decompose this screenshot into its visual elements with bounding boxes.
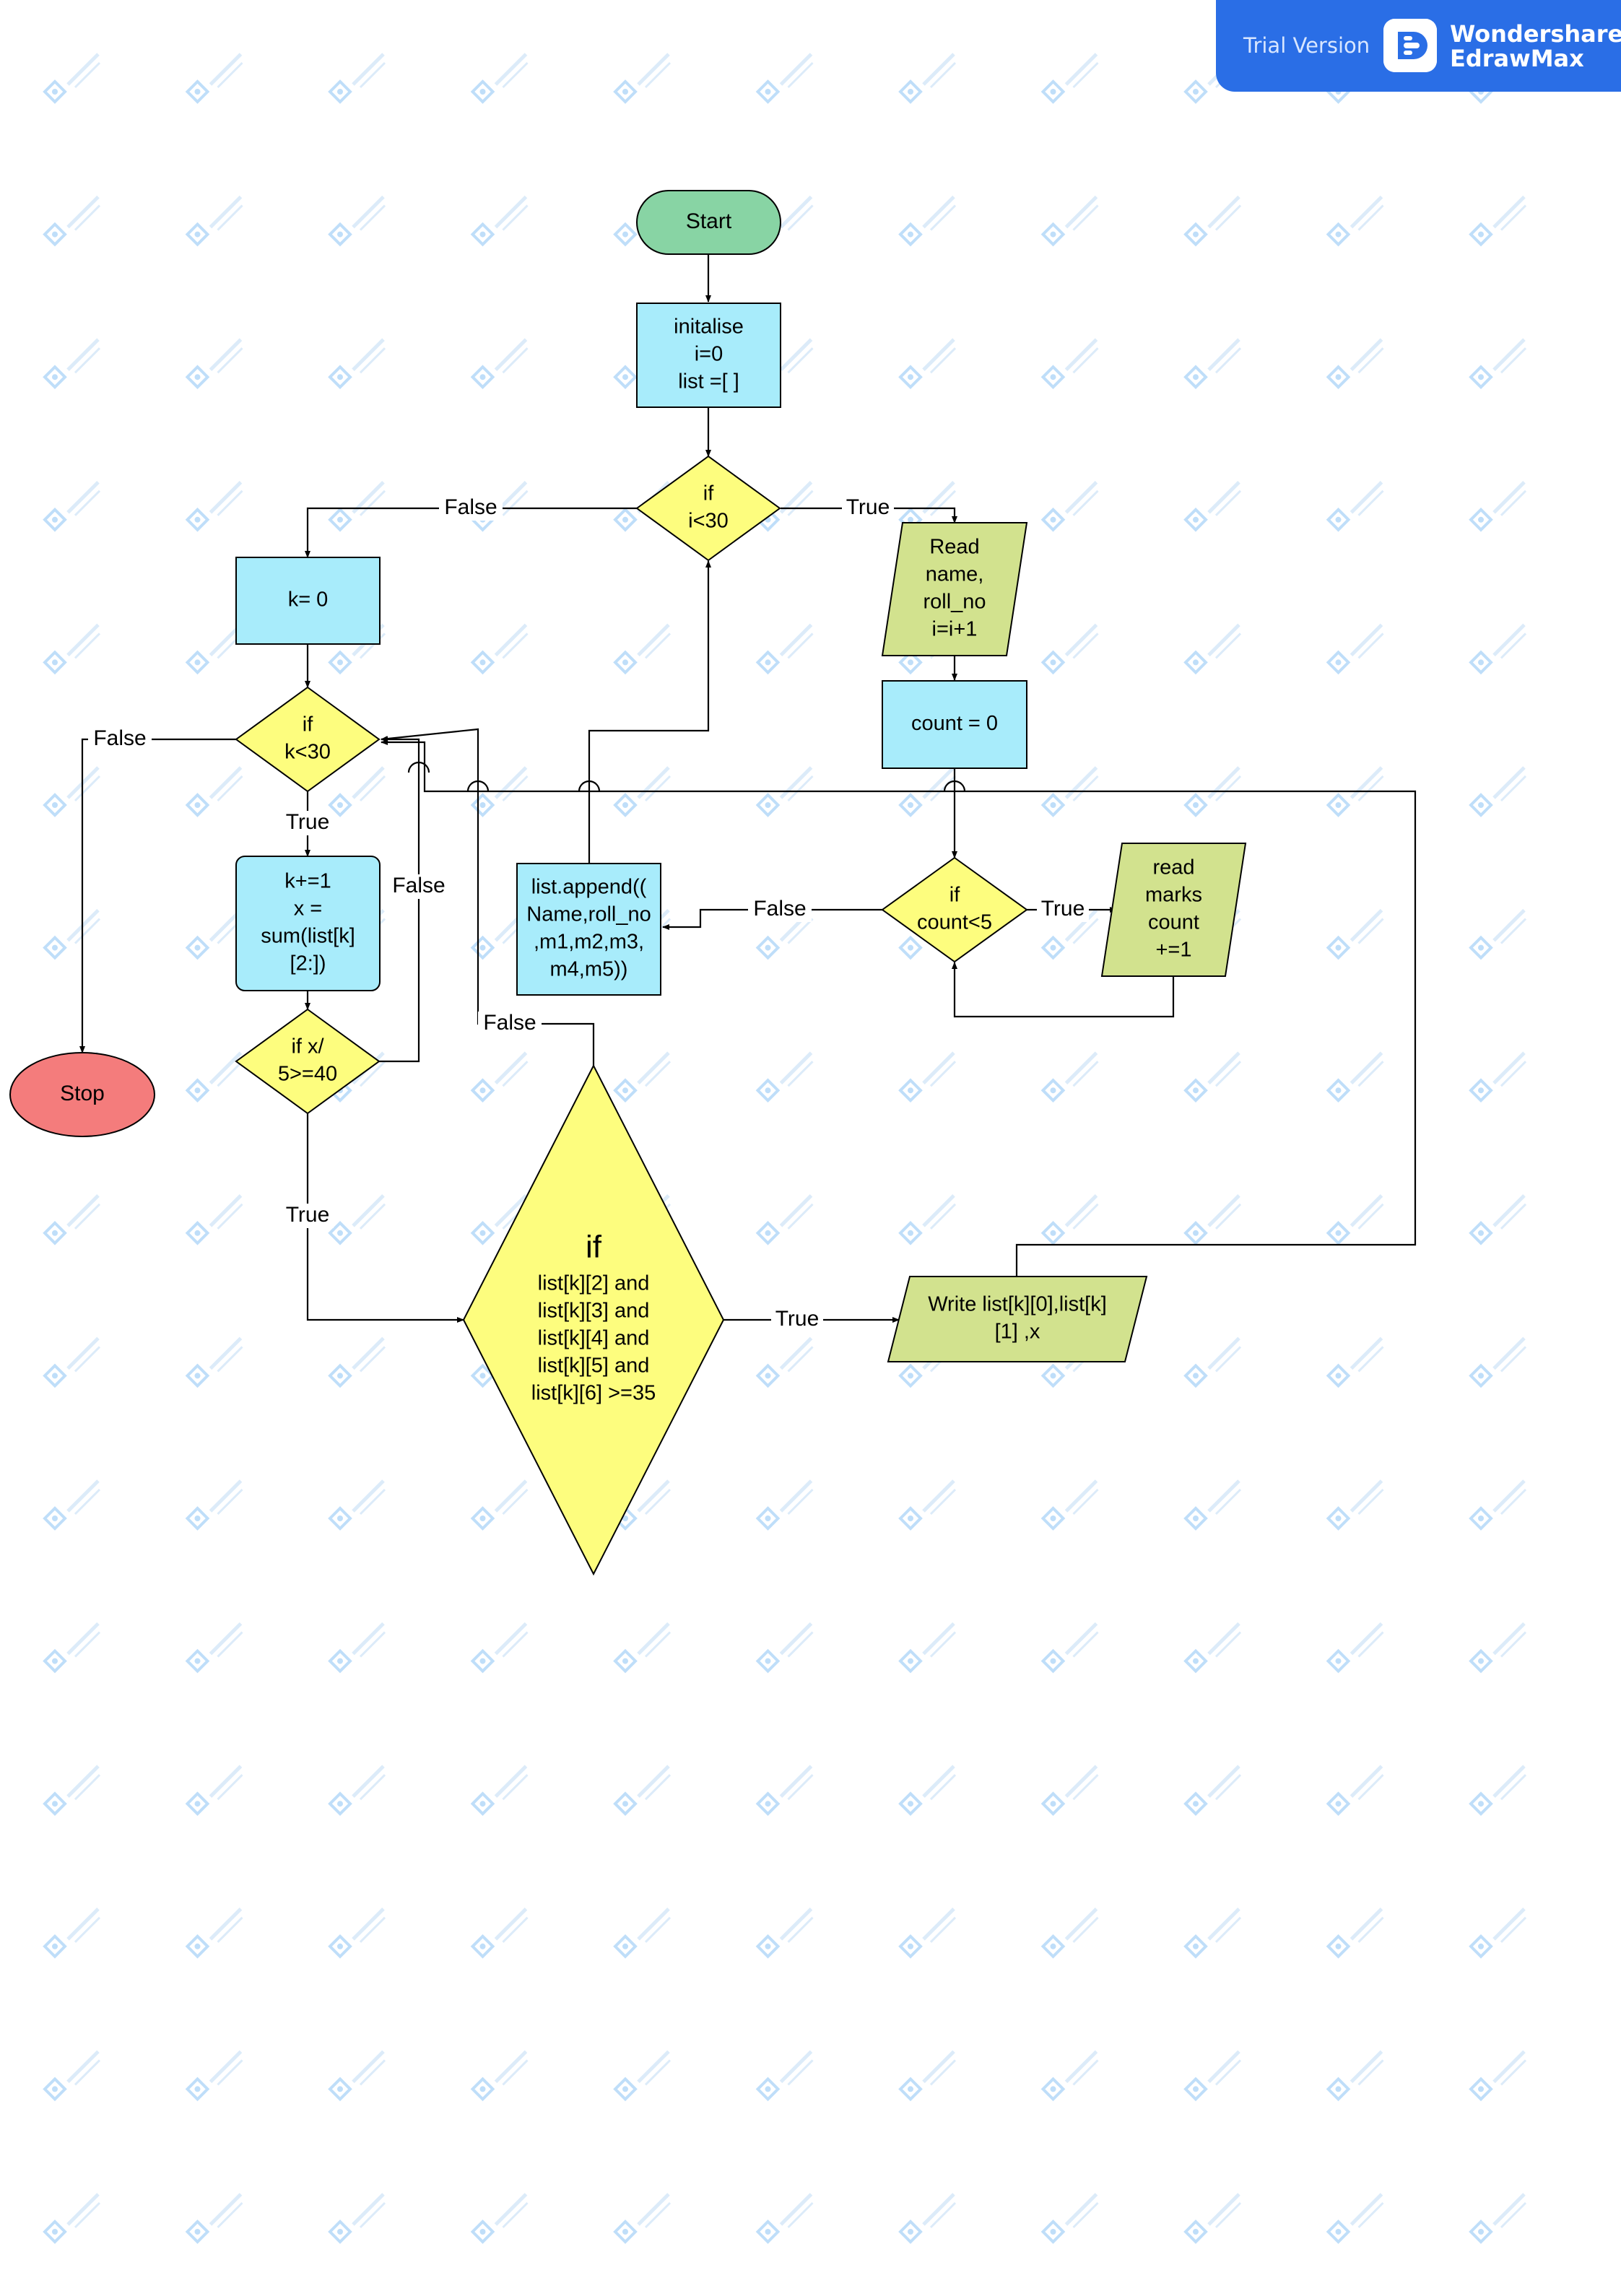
k-increment-text-line: k+=1	[284, 870, 331, 893]
edge-label-bg	[1037, 897, 1089, 922]
connector-lines	[79, 254, 1417, 1323]
edge-label-bg	[387, 874, 451, 899]
read-name-text-line: roll_no	[923, 591, 986, 614]
decision-marks-check[interactable]: if list[k][2] and list[k][3] and list[k][4]…	[462, 1064, 725, 1576]
read-name-text-line: i=i+1	[932, 618, 978, 641]
edge-label-bg	[478, 1012, 542, 1036]
k-zero-text-line: k= 0	[288, 588, 329, 612]
k-increment-text-line: [2:])	[290, 952, 326, 975]
k-increment-process[interactable]: k+=1 x = sum(list[k] [2:])	[235, 856, 381, 991]
initialise-process[interactable]: initalise i=0 list =[ ]	[636, 303, 781, 408]
if-k-text-line: k<30	[284, 741, 331, 764]
list-append-process[interactable]: list.append(( Name,roll_no ,m1,m2,m3, m4,m5…	[516, 863, 661, 996]
if-i-text-line: if	[703, 482, 714, 505]
if-x-text-line: if x/	[291, 1035, 324, 1058]
marks-check-title: if	[586, 1230, 602, 1265]
list-append-text-line: ,m1,m2,m3,	[534, 931, 644, 954]
if-count-text-line: count<5	[917, 911, 992, 934]
edge-label-bg	[439, 496, 503, 521]
edge-label-big-if-true: True	[775, 1307, 820, 1331]
brand-name-line1: Wondershare	[1450, 20, 1621, 48]
edge-label-bg	[771, 1308, 823, 1332]
write-output-text-line: [1] ,x	[995, 1321, 1040, 1344]
edge-label-big-if-false: False	[483, 1011, 536, 1035]
initialise-text-line: list =[ ]	[678, 370, 739, 393]
read-name-io[interactable]: Read name, roll_no i=i+1	[881, 522, 1028, 656]
edge-label-if-x-true: True	[286, 1203, 330, 1227]
list-append-text-line: Name,roll_no	[526, 903, 651, 926]
read-marks-text-line: count	[1148, 911, 1199, 934]
decision-if-count[interactable]: if count<5	[881, 856, 1028, 963]
line-jump-bump	[407, 761, 430, 773]
stop-text-line: Stop	[60, 1082, 105, 1105]
read-marks-text-line: +=1	[1156, 939, 1192, 962]
edge-if-x-false-loop	[379, 736, 420, 1063]
count-zero-process[interactable]: count = 0	[882, 680, 1027, 769]
decision-if-x[interactable]: if x/5>=40	[235, 1008, 381, 1115]
read-marks-text-line: read	[1152, 856, 1194, 879]
edge-label-if-k-true: True	[286, 810, 330, 834]
initialise-text-line: initalise	[674, 316, 744, 339]
list-append-text-line: m4,m5))	[550, 958, 628, 981]
edge-if-k-false-stop	[79, 738, 236, 1053]
count-zero-text-line: count = 0	[911, 712, 998, 735]
edge-label-bg	[88, 727, 152, 752]
if-x-text-line: 5>=40	[278, 1063, 337, 1086]
write-output-text-line: Write list[k][0],list[k]	[928, 1293, 1107, 1316]
marks-check-text-line: list[k][2] and	[538, 1272, 650, 1295]
edge-label-if-k-false: False	[93, 726, 146, 750]
k-increment-text-line: sum(list[k]	[261, 925, 355, 948]
read-marks-io[interactable]: read marks count +=1	[1100, 843, 1247, 977]
list-append-text-line: list.append((	[531, 876, 647, 899]
edge-label-bg	[842, 496, 894, 521]
edge-marks-loop	[952, 962, 1175, 1018]
marks-check-text-line: list[k][6] >=35	[531, 1382, 656, 1405]
decision-if-k[interactable]: if k<30	[235, 686, 381, 793]
edge-if-i-true-read	[781, 507, 957, 523]
if-i-text-line: i<30	[688, 510, 729, 533]
edge-write-loop	[381, 739, 1417, 1277]
if-k-text-line: if	[303, 713, 313, 736]
edrawmax-logo-icon	[1383, 19, 1437, 72]
read-name-text-line: name,	[926, 563, 984, 586]
edge-if-i-false-k0	[305, 507, 637, 558]
line-jump-bump	[578, 780, 601, 792]
decision-if-i[interactable]: if i<30	[635, 455, 781, 562]
write-output-io[interactable]: Write list[k][0],list[k] [1] ,x	[887, 1276, 1148, 1362]
edge-label-if-count-false: False	[753, 897, 806, 921]
marks-check-text-line: list[k][3] and	[538, 1300, 650, 1323]
start-text-line: Start	[686, 209, 732, 233]
trial-banner[interactable]: Trial Version Wondershare EdrawMax	[1216, 0, 1621, 92]
line-jump-bump	[943, 780, 966, 792]
k-increment-text-line: x =	[294, 897, 323, 921]
read-name-text-line: Read	[929, 536, 979, 559]
edge-label-if-count-true: True	[1041, 897, 1085, 921]
edge-label-bg	[282, 1204, 334, 1228]
edge-if-x-true-big-if	[306, 1113, 464, 1323]
initialise-text-line: i=0	[695, 343, 723, 366]
stop-terminator[interactable]: Stop	[9, 1052, 155, 1137]
read-marks-text-line: marks	[1145, 884, 1202, 907]
edge-label-if-i-false: False	[444, 495, 497, 519]
brand-name-line2: EdrawMax	[1450, 45, 1584, 72]
edge-label-bg	[748, 897, 812, 922]
marks-check-text-line: list[k][5] and	[538, 1354, 650, 1378]
edge-label-if-x-false: False	[392, 874, 445, 897]
edge-label-if-i-true: True	[846, 495, 890, 519]
line-jump-bump	[466, 780, 490, 792]
edge-label-bg	[282, 811, 334, 835]
start-terminator[interactable]: Start	[636, 190, 781, 255]
marks-check-text-line: list[k][4] and	[538, 1327, 650, 1350]
if-count-text-line: if	[949, 884, 960, 907]
k-zero-process[interactable]: k= 0	[235, 557, 381, 645]
edge-append-if-i	[588, 560, 711, 864]
trial-version-label: Trial Version	[1243, 33, 1370, 58]
